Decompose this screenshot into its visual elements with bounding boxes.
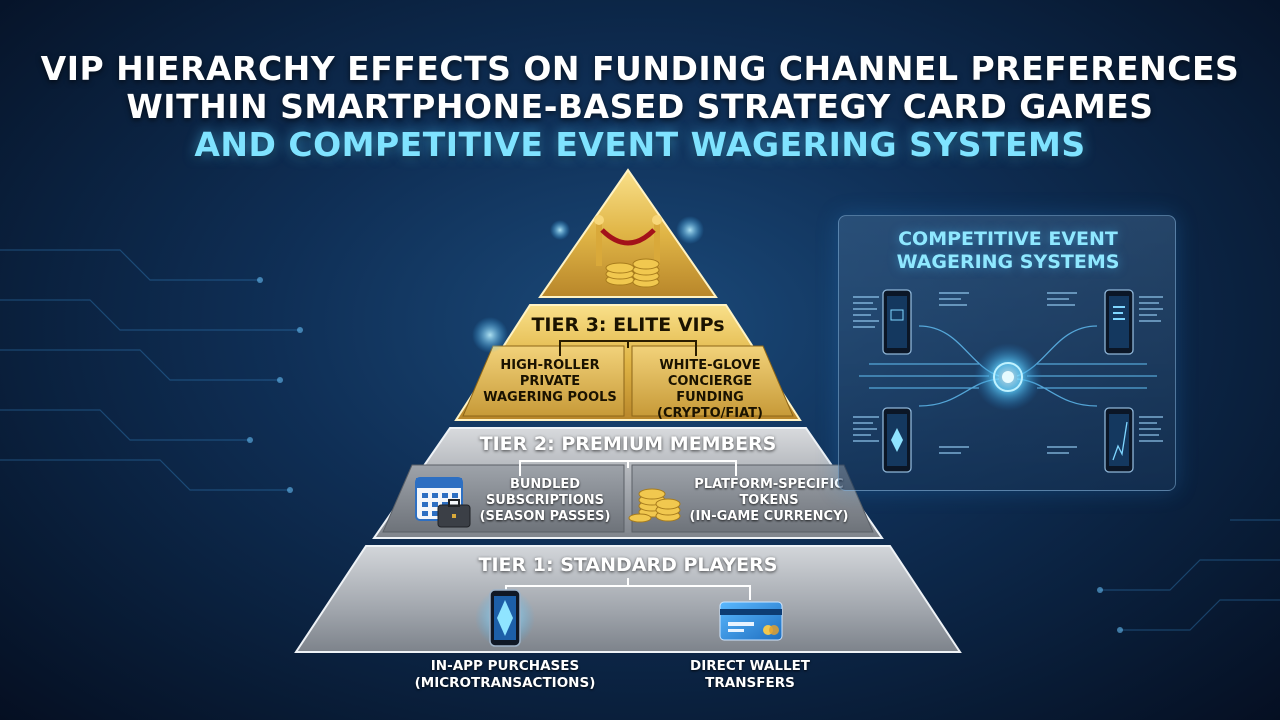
panel-phone-bottom-left [882,407,912,473]
coin-stack-icon [628,488,681,523]
title-line-3: AND COMPETITIVE EVENT WAGERING SYSTEMS [194,125,1086,164]
page-title: VIP HIERARCHY EFFECTS ON FUNDING CHANNEL… [0,50,1280,164]
tier1-title: TIER 1: STANDARD PLAYERS [478,554,778,576]
tier3-right-cell [631,345,794,417]
tier2-connector [519,460,737,476]
credit-card-icon [719,601,783,641]
tier1-left-label: IN-APP PURCHASES (MICROTRANSACTIONS) [414,658,596,691]
tier1-band [294,545,962,653]
circuit-hub-icon [974,343,1042,411]
wagering-systems-panel: COMPETITIVE EVENT WAGERING SYSTEMS [838,215,1176,491]
tier2-left-label: BUNDLED SUBSCRIPTIONS (SEASON PASSES) [479,477,611,524]
tier1-right-label: DIRECT WALLET TRANSFERS [689,658,811,691]
tier3-left-cell [462,345,625,417]
panel-phone-bottom-right [1104,407,1134,473]
tier2-title: TIER 2: PREMIUM MEMBERS [479,433,777,455]
tier3-right-label: WHITE-GLOVE CONCIERGE FUNDING (CRYPTO/FI… [657,358,763,421]
circuit-panel-art [853,289,1163,473]
title-line-2: WITHIN SMARTPHONE-BASED STRATEGY CARD GA… [126,87,1154,126]
gold-coins-icon [605,258,660,288]
tier3-connector [559,340,697,356]
pyramid-apex [538,168,718,298]
title-line-1: VIP HIERARCHY EFFECTS ON FUNDING CHANNEL… [40,49,1240,88]
briefcase-icon [437,499,471,528]
panel-phone-top-right [1104,289,1134,355]
smartphone-icon [475,588,535,648]
panel-title: COMPETITIVE EVENT WAGERING SYSTEMS [896,228,1120,273]
velvet-rope-icon [594,215,662,266]
tier2-right-cell [631,464,874,533]
tier3-title: TIER 3: ELITE VIPs [531,314,725,336]
tier3-left-label: HIGH-ROLLER PRIVATE WAGERING POOLS [483,358,617,405]
tier2-right-label: PLATFORM-SPECIFIC TOKENS (IN-GAME CURREN… [689,477,849,524]
panel-phone-top-left [882,289,912,355]
